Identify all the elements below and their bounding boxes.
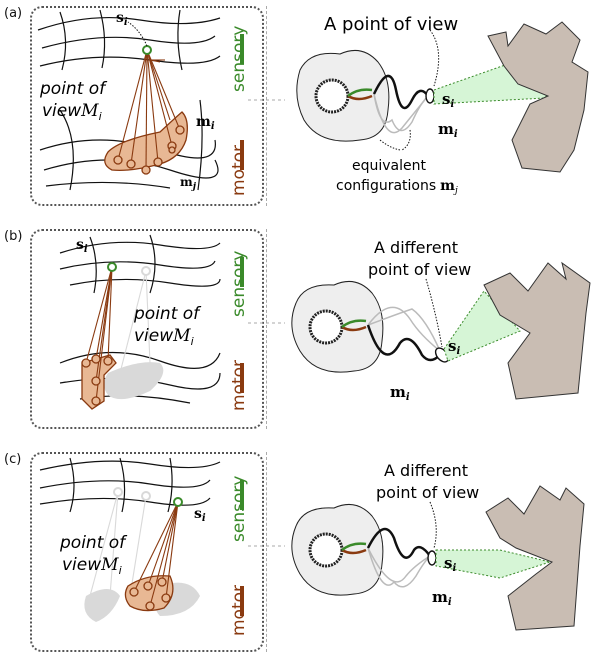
- panel-label: (b): [4, 229, 23, 244]
- sensorimotor-space-box: [30, 229, 264, 429]
- sensory-point: [107, 262, 117, 272]
- point-of-view-label: point of: [133, 304, 202, 324]
- sensory-bar: [240, 257, 244, 287]
- joint-circle: [314, 78, 350, 114]
- panel-c-drawing: si point of viewMi sensory motor A diffe…: [39, 457, 585, 636]
- view-title: A point of view: [324, 14, 458, 35]
- right-m-label: mi: [390, 383, 410, 403]
- panel-b-drawing: si point of viewMi sensory motor A diffe…: [59, 234, 591, 411]
- panel-a-drawing: si point of viewMi mi mj sensory motor A…: [37, 9, 589, 196]
- joint-circle: [308, 532, 344, 568]
- m-label: mi: [196, 114, 215, 132]
- point-of-view-label: point of: [59, 533, 128, 553]
- object-shape: [485, 485, 585, 631]
- sensory-bar: [240, 34, 244, 64]
- point-of-view-label-2: viewMi: [62, 555, 122, 577]
- right-s-label: si: [442, 90, 454, 110]
- sensorimotor-space-box: [30, 452, 264, 652]
- bracket-divider: [266, 452, 276, 652]
- motor-bar: [240, 363, 244, 393]
- object-shape: [487, 21, 589, 173]
- motor-bar: [240, 586, 244, 616]
- motor-axis-label: motor: [229, 585, 249, 636]
- view-title-2: point of view: [376, 483, 479, 502]
- s-label: si: [76, 237, 88, 255]
- bracket-divider: [266, 6, 276, 206]
- sensory-axis-label: sensory: [229, 251, 249, 317]
- point-of-view-label-2: viewMi: [42, 101, 102, 123]
- sensory-bar: [240, 480, 244, 510]
- motor-points: [113, 125, 185, 175]
- object-shape: [483, 261, 591, 400]
- point-of-view-label-2: viewMi: [134, 326, 194, 348]
- sensory-point: [173, 497, 183, 507]
- configuration-lines: [133, 501, 179, 607]
- panel-b: (b) si: [0, 223, 602, 443]
- equivalent-configuration-lines: [117, 49, 181, 171]
- view-title: A different: [384, 461, 468, 480]
- panel-a: (a): [0, 0, 602, 220]
- motor-axis-label: motor: [229, 360, 249, 411]
- sensory-axis-label: sensory: [229, 26, 249, 92]
- panel-label: (c): [4, 452, 22, 467]
- sensor-eye: [425, 88, 435, 104]
- right-m-label: mi: [432, 588, 452, 608]
- view-title-2: point of view: [368, 260, 471, 279]
- motor-points: [129, 577, 171, 611]
- mj-label: mj: [180, 175, 197, 192]
- panel-c: (c): [0, 446, 602, 666]
- sensory-axis-label: sensory: [229, 476, 249, 542]
- ghost-manifold: [104, 362, 164, 400]
- point-of-view-label: point of: [39, 79, 108, 99]
- arm-configuration: [366, 324, 441, 362]
- equivalent-label: equivalent: [352, 158, 427, 174]
- bracket-divider: [266, 229, 276, 429]
- panel-label: (a): [4, 6, 23, 21]
- field-of-view: [435, 549, 552, 579]
- s-label: si: [116, 10, 128, 28]
- right-m-label: mi: [438, 120, 458, 140]
- sensor-eye: [427, 550, 437, 566]
- motor-bar: [240, 140, 244, 170]
- arm-configuration: [366, 527, 432, 559]
- motor-axis-label: motor: [229, 145, 249, 196]
- right-s-label: si: [444, 554, 456, 574]
- sensory-point: [142, 45, 152, 55]
- sensory-grid: [39, 457, 221, 513]
- arm-configuration: [372, 74, 430, 110]
- right-s-label: si: [448, 337, 460, 357]
- joint-circle: [308, 309, 344, 345]
- view-title: A different: [374, 238, 458, 257]
- field-of-view: [443, 290, 521, 362]
- s-label: si: [194, 506, 206, 524]
- motor-points: [81, 354, 113, 406]
